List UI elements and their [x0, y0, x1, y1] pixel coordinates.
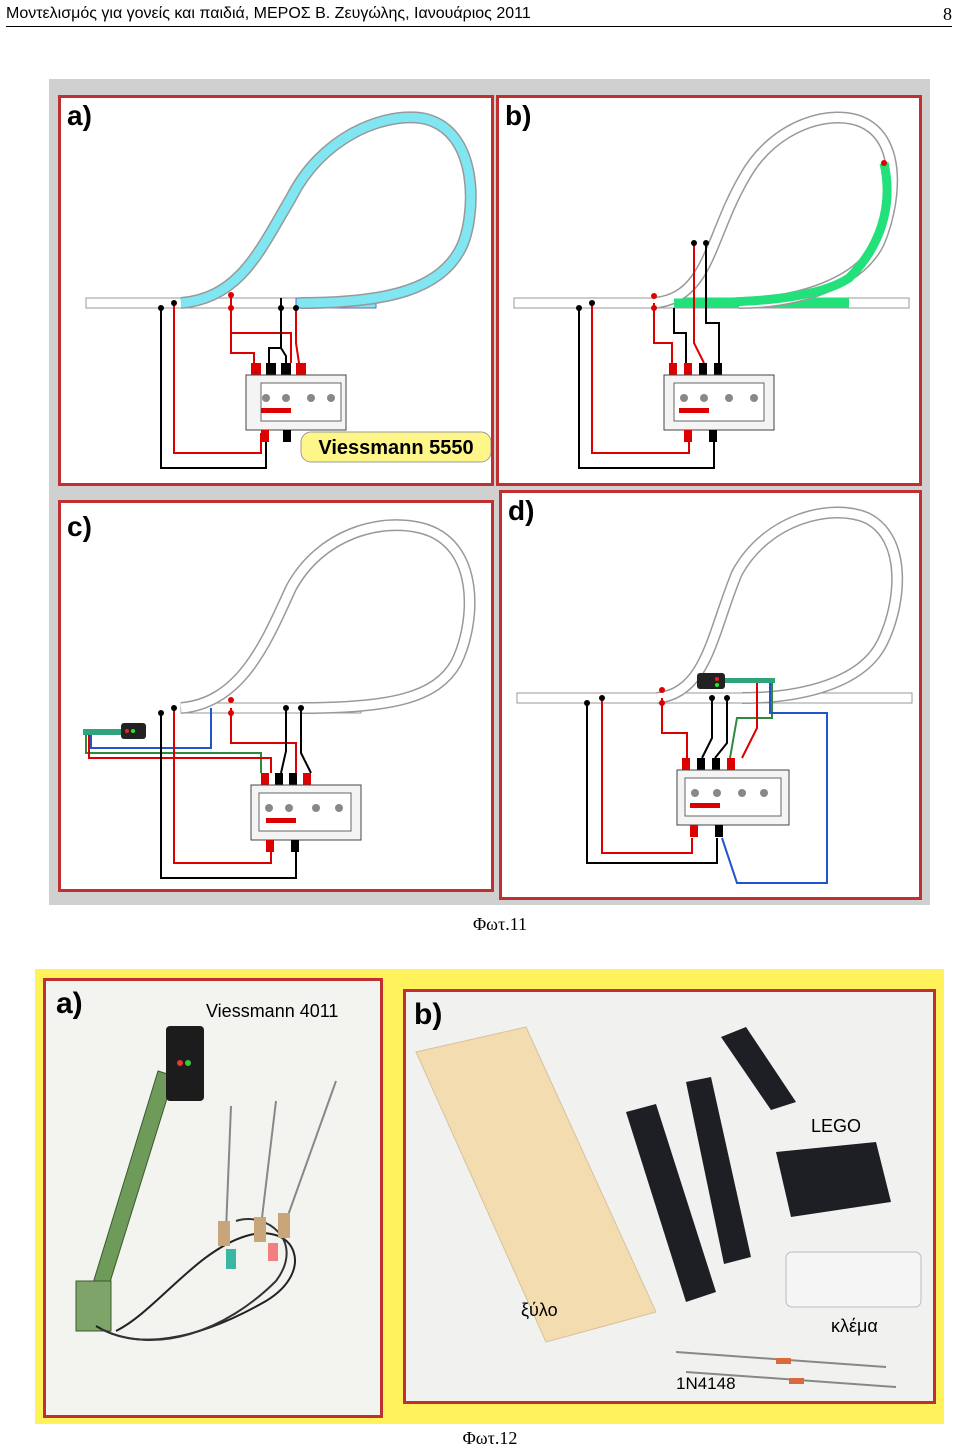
header-title: Μοντελισμός για γονείς και παιδιά, ΜΕΡΟΣ… — [6, 5, 531, 22]
panel-c: c) — [58, 500, 494, 892]
terminal-block-label: κλέμα — [831, 1316, 878, 1336]
page-header: Μοντελισμός για γονείς και παιδιά, ΜΕΡΟΣ… — [6, 4, 952, 27]
caption-photo-11: Φωτ.11 — [472, 914, 528, 934]
signal-photo-illustration — [75, 1026, 337, 1342]
figure-wiring-diagrams: a) — [49, 79, 930, 905]
wood-label: ξύλο — [521, 1300, 558, 1320]
panel-d: d) — [499, 490, 922, 900]
panel-b: b) — [496, 95, 922, 486]
panel-c-label: c) — [67, 511, 92, 542]
photo-a-label: a) — [56, 987, 83, 1020]
figure-photos: a) Viessmann 4011 b) — [35, 969, 944, 1424]
photo-b-materials: b) LEGO ξύλο κλέμα 1N4148 — [403, 989, 936, 1404]
panel-a-label: a) — [67, 100, 92, 131]
panel-a: a) — [58, 95, 494, 486]
wiring-diagram-a: Viessmann 5550 — [85, 111, 491, 469]
caption-photo-12: Φωτ.12 — [462, 1428, 518, 1448]
materials-photo-illustration — [415, 1026, 922, 1388]
wiring-diagram-d — [516, 506, 913, 884]
diode-label: 1N4148 — [676, 1374, 736, 1393]
lego-label: LEGO — [811, 1116, 862, 1136]
wiring-diagram-c — [83, 519, 476, 879]
viessmann-5550-tag: Viessmann 5550 — [318, 437, 473, 459]
panel-b-label: b) — [505, 100, 532, 131]
wiring-diagram-b — [513, 111, 910, 469]
page-number: 8 — [943, 4, 952, 24]
photo-a-signal: a) Viessmann 4011 — [43, 978, 383, 1418]
viessmann-4011-label: Viessmann 4011 — [206, 1001, 339, 1021]
photo-b-label: b) — [414, 998, 443, 1031]
panel-d-label: d) — [508, 495, 535, 526]
